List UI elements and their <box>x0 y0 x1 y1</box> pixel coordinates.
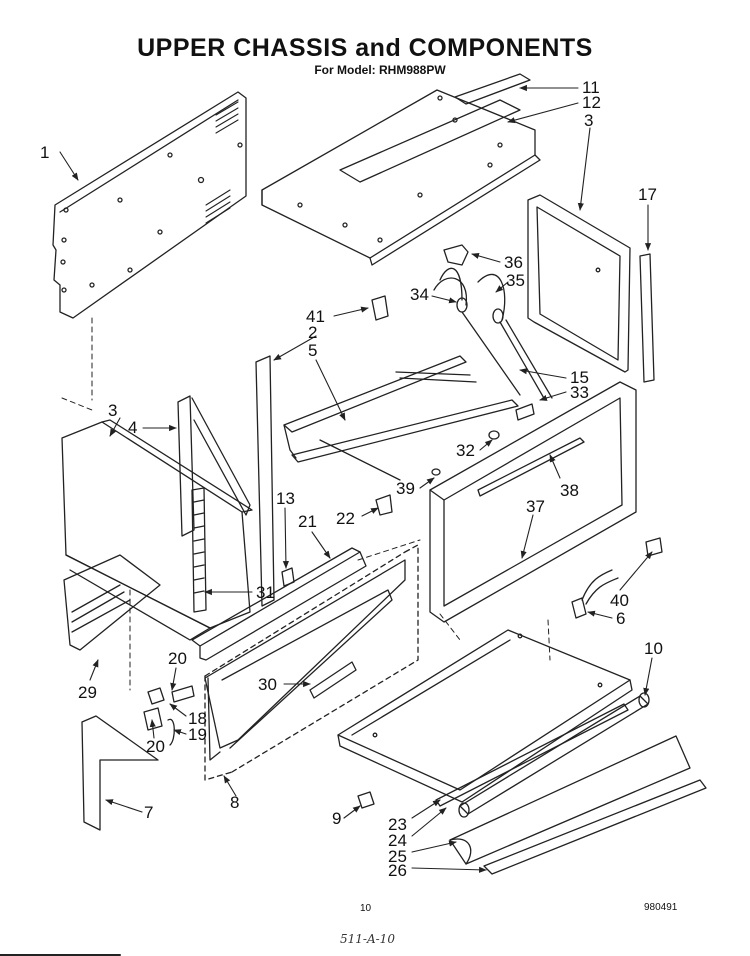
part-29-base-plate <box>63 554 161 651</box>
diagram-title: UPPER CHASSIS and COMPONENTS <box>137 34 593 62</box>
page-number: 10 <box>360 903 372 914</box>
part-38-handle-strip <box>477 437 585 497</box>
part-37-door-frame <box>429 381 637 623</box>
part-4-bracket <box>177 395 251 537</box>
callout-24: 24 <box>388 831 407 850</box>
callout-11: 11 <box>582 78 600 97</box>
callout-32: 32 <box>456 441 475 460</box>
callout-36: 36 <box>504 253 523 272</box>
callout-leaders <box>59 84 653 873</box>
callout-40: 40 <box>610 591 629 610</box>
callout-8: 8 <box>230 793 239 812</box>
doc-code: 980491 <box>644 902 678 913</box>
part-12-top-panel <box>261 89 541 266</box>
callout-18: 18 <box>188 709 207 728</box>
part-17-strip <box>639 253 655 383</box>
part-24-strip <box>435 703 629 807</box>
part-8-control-assembly <box>204 544 419 781</box>
callout-3: 3 <box>584 111 593 130</box>
callout-25: 25 <box>388 847 407 866</box>
part-9-clip <box>357 791 375 809</box>
part-1-back-panel <box>52 91 247 319</box>
model-line: For Model: RHM988PW <box>314 63 446 77</box>
callout-19: 19 <box>188 725 207 744</box>
callout-34: 34 <box>410 285 429 304</box>
callout-3: 3 <box>108 401 117 420</box>
part-31-ladder-strip <box>191 487 207 613</box>
part-11-top-strip <box>454 73 531 105</box>
callout-labels: 1 11 12 3 17 36 35 34 41 2 5 15 33 3 4 3… <box>40 78 663 880</box>
part-41-clip <box>371 295 389 321</box>
part-13-bracket <box>281 567 295 587</box>
callout-7: 7 <box>144 803 153 822</box>
callout-21: 21 <box>298 512 317 531</box>
dashed-guide-lines <box>61 317 551 691</box>
callout-10: 10 <box>644 639 663 658</box>
part-2-vertical-post <box>255 355 275 607</box>
parts-40-6-lamp-socket <box>571 537 663 619</box>
callout-9: 9 <box>332 809 341 828</box>
callout-17: 17 <box>638 185 657 204</box>
callout-26: 26 <box>388 861 407 880</box>
callout-6: 6 <box>616 609 625 628</box>
callout-31: 31 <box>256 583 275 602</box>
callout-4: 4 <box>128 418 137 437</box>
callout-12: 12 <box>582 93 601 112</box>
callout-38: 38 <box>560 481 579 500</box>
callout-37: 37 <box>526 497 545 516</box>
callout-22: 22 <box>336 509 355 528</box>
callout-5: 5 <box>308 341 317 360</box>
callout-15: 15 <box>570 368 589 387</box>
part-23-bottom-tray <box>337 629 633 803</box>
part-26-lens <box>483 779 707 875</box>
part-5-rail-frame <box>283 355 519 481</box>
part-7-corner-shield <box>81 715 159 831</box>
callout-2: 2 <box>308 323 317 342</box>
part-3-left-housing <box>61 419 253 641</box>
part-21-long-rail <box>191 547 367 661</box>
callout-20: 20 <box>146 737 165 756</box>
handwritten-note: 511-A-10 <box>340 932 395 946</box>
part-25-reflector <box>449 735 691 865</box>
callout-1: 1 <box>40 143 49 162</box>
callout-39: 39 <box>396 479 415 498</box>
part-3-right-frame <box>527 194 631 373</box>
callout-20: 20 <box>168 649 187 668</box>
callout-30: 30 <box>258 675 277 694</box>
parts-18-19-20-small-components <box>143 685 195 746</box>
callout-41: 41 <box>306 307 325 326</box>
parts-34-35-36-wiring <box>433 244 553 401</box>
callout-35: 35 <box>506 271 525 290</box>
callout-29: 29 <box>78 683 97 702</box>
callout-13: 13 <box>276 489 295 508</box>
callout-33: 33 <box>570 383 589 402</box>
callout-23: 23 <box>388 815 407 834</box>
hardware-32-33-39-22 <box>375 403 535 516</box>
